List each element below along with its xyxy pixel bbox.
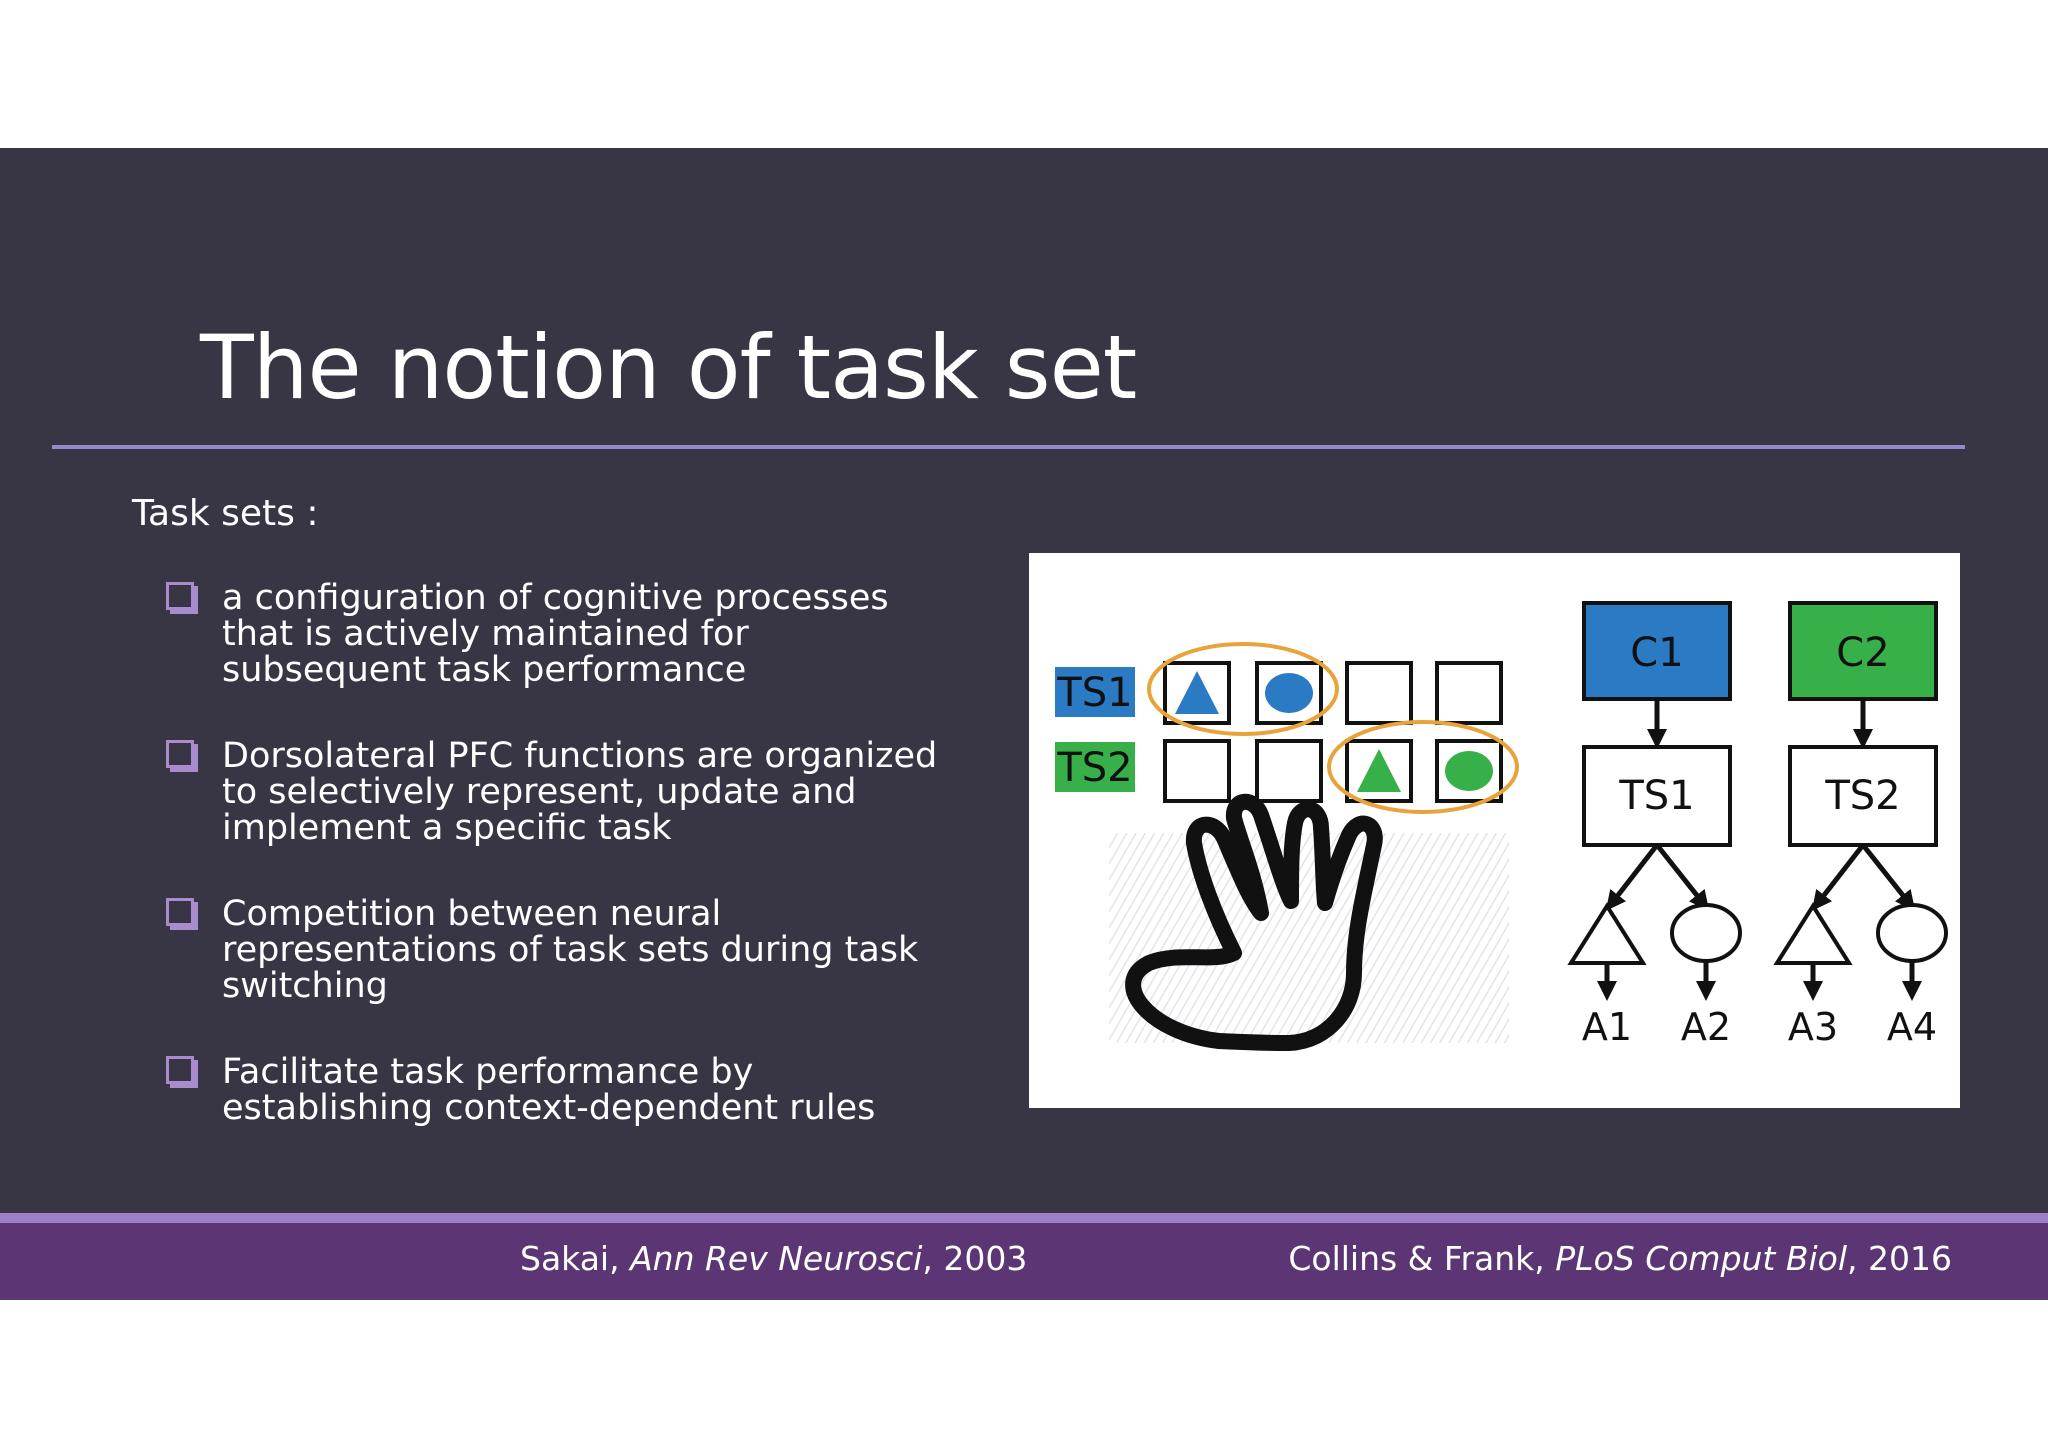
arrow <box>1811 843 1865 911</box>
circle-stimulus-icon <box>1445 751 1493 791</box>
triangle-stimulus-icon <box>1357 749 1401 792</box>
ts2-highlight-ellipse <box>1327 720 1519 814</box>
citation-sakai: Sakai, Ann Rev Neurosci, 2003 <box>520 1239 1027 1278</box>
bullet-item: Facilitate task performance by establish… <box>164 1054 964 1126</box>
context-c2-label: C2 <box>1836 630 1889 676</box>
action-a1-label: A1 <box>1582 1005 1632 1049</box>
stimulus-box <box>1345 739 1413 803</box>
stimulus-boxes <box>1163 661 1503 803</box>
footer-accent-line <box>0 1213 2048 1223</box>
checkbox-bullet-icon <box>166 740 194 768</box>
stimulus-box <box>1435 739 1503 803</box>
citation-footer: Sakai, Ann Rev Neurosci, 2003 Collins & … <box>0 1223 2048 1300</box>
action-a2-label: A2 <box>1681 1005 1731 1049</box>
action-a3-label: A3 <box>1788 1005 1838 1049</box>
context-c1-label: C1 <box>1630 630 1683 676</box>
arrow <box>1861 843 1916 911</box>
slide-title: The notion of task set <box>200 316 1137 419</box>
task-set-figure: TS1 TS2 <box>1029 553 1960 1108</box>
checkbox-bullet-icon <box>166 1056 194 1084</box>
stimulus-box <box>1255 661 1323 725</box>
bullet-text: Facilitate task performance by establish… <box>222 1052 876 1128</box>
citation-year: , 2016 <box>1847 1239 1952 1278</box>
citation-author: Sakai, <box>520 1239 631 1278</box>
ts1-row-label: TS1 <box>1056 670 1132 716</box>
hand-icon <box>1109 793 1509 1051</box>
citation-collins-frank: Collins & Frank, PLoS Comput Biol, 2016 <box>1288 1239 1952 1278</box>
highlight-ellipses <box>1147 642 1519 814</box>
triangle-stimulus-icon <box>1773 902 1853 965</box>
bullet-text: Dorsolateral PFC functions are organized… <box>222 736 938 848</box>
stimulus-box <box>1255 739 1323 803</box>
title-divider <box>52 445 1965 449</box>
task-set-diagram: TS1 TS2 <box>1055 601 1948 1051</box>
ts-row-labels: TS1 TS2 <box>1055 667 1135 792</box>
stimulus-box <box>1163 661 1231 725</box>
citation-journal: PLoS Comput Biol <box>1555 1239 1848 1278</box>
triangle-stimulus-icon <box>1567 902 1647 965</box>
stimulus-box <box>1345 661 1413 725</box>
context-c1-box <box>1582 601 1732 701</box>
ts1-highlight-ellipse <box>1147 642 1339 736</box>
ts2-row-label: TS2 <box>1056 745 1132 791</box>
circle-stimulus-icon <box>1265 673 1313 713</box>
diagram-arrows <box>1597 701 1922 1001</box>
bullet-list: a configuration of cognitive processes t… <box>164 580 964 1176</box>
bullet-text: Competition between neural representatio… <box>222 894 919 1006</box>
citation-year: , 2003 <box>922 1239 1028 1278</box>
circle-stimulus-icon <box>1876 903 1948 963</box>
citation-author: Collins & Frank, <box>1288 1239 1556 1278</box>
bullet-text: a configuration of cognitive processes t… <box>222 578 889 690</box>
task-set-ts2-box <box>1788 745 1938 847</box>
slide-subtitle: Task sets : <box>132 493 319 534</box>
ts1-label-background <box>1055 667 1135 717</box>
arrow <box>1605 843 1659 911</box>
citation-journal: Ann Rev Neurosci <box>630 1239 923 1278</box>
circle-stimulus-icon <box>1670 903 1742 963</box>
stimulus-box <box>1163 739 1231 803</box>
ts2-label-background <box>1055 742 1135 792</box>
checkbox-bullet-icon <box>166 582 194 610</box>
bullet-item: Competition between neural representatio… <box>164 896 964 1004</box>
action-shapes <box>1567 902 1948 965</box>
bullet-item: Dorsolateral PFC functions are organized… <box>164 738 964 846</box>
stimulus-box <box>1435 661 1503 725</box>
task-set-ts1-label: TS1 <box>1618 773 1694 819</box>
action-a4-label: A4 <box>1887 1005 1937 1049</box>
slide-body: The notion of task set Task sets : a con… <box>0 148 2048 1214</box>
checkbox-bullet-icon <box>166 898 194 926</box>
arrow <box>1655 843 1710 911</box>
task-set-ts1-box <box>1582 745 1732 847</box>
task-set-ts2-label: TS2 <box>1824 773 1900 819</box>
context-c2-box <box>1788 601 1938 701</box>
triangle-stimulus-icon <box>1175 671 1219 714</box>
bullet-item: a configuration of cognitive processes t… <box>164 580 964 688</box>
